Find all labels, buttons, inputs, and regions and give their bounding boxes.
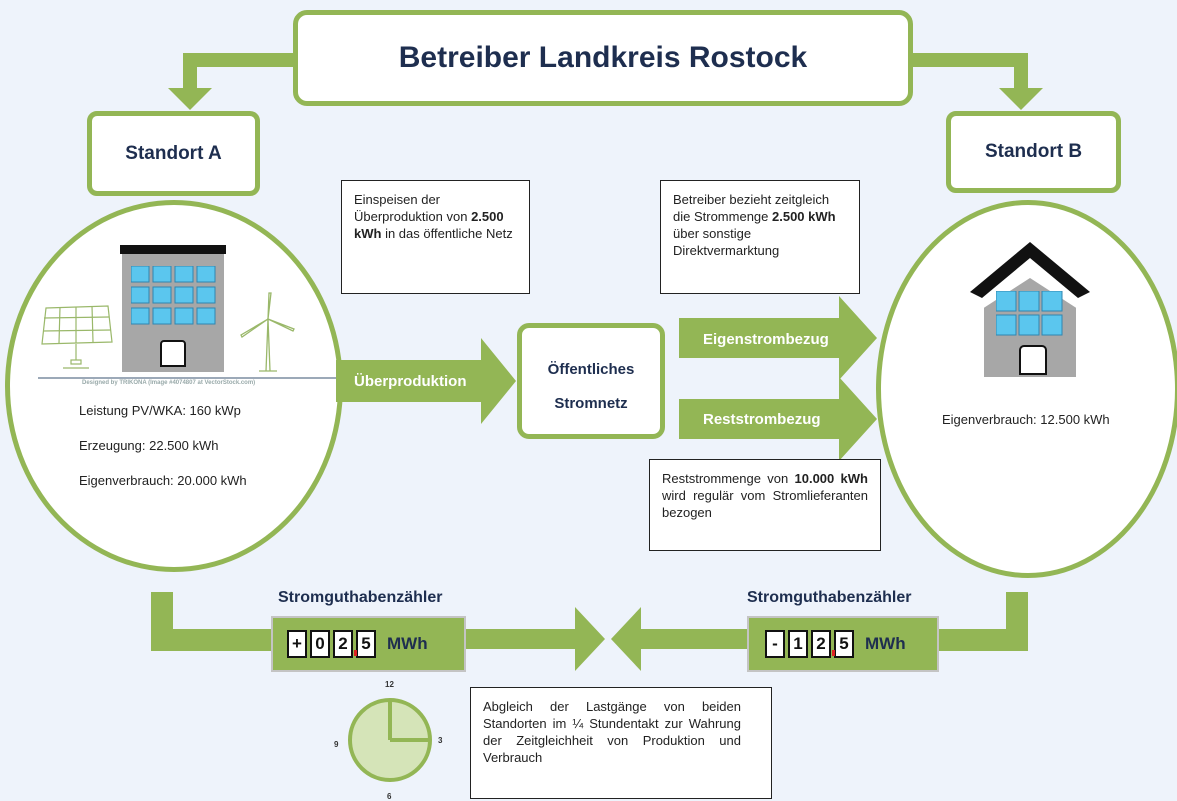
public-grid-box: Öffentliches Stromnetz <box>517 323 665 439</box>
own-supply-arrow <box>679 296 877 380</box>
residual-supply-arrow <box>679 377 877 461</box>
note-residual: Reststrommenge von 10.000 kWh wird regul… <box>649 459 881 551</box>
meter-b-digit-1: 1 <box>788 630 808 658</box>
site-b-circle <box>876 200 1177 578</box>
site-a-consumption: Eigenverbrauch: 20.000 kWh <box>79 473 247 488</box>
page-title: Betreiber Landkreis Rostock <box>398 41 808 74</box>
meter-b-digit-sign: - <box>765 630 785 658</box>
surplus-arrow <box>336 338 516 424</box>
meter-a-digit-3: 5 <box>354 630 376 658</box>
wind-turbine-icon <box>233 289 303 373</box>
meter-a-decimal-mark <box>354 650 357 656</box>
site-b-label: Standort B <box>984 141 1083 162</box>
connector-right-horizontal <box>910 53 1028 67</box>
connector-left-vertical <box>183 53 197 93</box>
note-operator-amount: 2.500 kWh <box>772 209 836 224</box>
image-credit: Designed by TRIKONA (Image #4074807 at V… <box>82 380 256 386</box>
balance-double-arrow <box>465 607 751 671</box>
meter-b-digit-2: 2 <box>811 630 831 658</box>
meter-b-connector-horizontal <box>936 629 1028 651</box>
residual-supply-arrow-label: Reststrombezug <box>703 411 821 428</box>
note-feed-in-amount: 2.500 kWh <box>354 209 504 241</box>
note-operator-purchase: Betreiber bezieht zeitgleich die Stromme… <box>660 180 860 294</box>
connector-right-vertical <box>1014 53 1028 93</box>
connector-left-horizontal <box>183 53 295 67</box>
public-grid-line1: Öffentliches <box>547 361 635 378</box>
ground-line <box>38 377 338 379</box>
building-a-icon <box>120 245 226 372</box>
site-a-generation: Erzeugung: 22.500 kWh <box>79 438 219 453</box>
site-a-label-box: Standort A <box>87 111 260 196</box>
meter-a-digit-sign: + <box>287 630 307 658</box>
meter-b: - 1 2 5 MWh <box>747 616 939 672</box>
site-a-label: Standort A <box>125 142 222 164</box>
solar-panel-icon <box>38 300 118 375</box>
clock-label-6: 6 <box>387 792 392 801</box>
meter-a-digit-1: 0 <box>310 630 330 658</box>
meter-a-unit: MWh <box>387 634 428 653</box>
meter-b-title: Stromguthabenzähler <box>747 589 912 606</box>
house-b-icon <box>970 238 1090 378</box>
meter-b-digit-3: 5 <box>832 630 854 658</box>
meter-a-digit-2: 2 <box>333 630 353 658</box>
title-box: Betreiber Landkreis Rostock <box>293 10 913 106</box>
site-b-consumption: Eigenverbrauch: 12.500 kWh <box>942 412 1110 427</box>
meter-b-decimal-mark <box>832 650 835 656</box>
clock-label-9: 9 <box>334 740 339 749</box>
surplus-arrow-label: Überproduktion <box>354 373 467 390</box>
site-b-label-box: Standort B <box>946 111 1121 193</box>
meter-a-connector-horizontal <box>151 629 276 651</box>
site-a-capacity: Leistung PV/WKA: 160 kWp <box>79 403 241 418</box>
public-grid-line2: Stromnetz <box>554 395 628 412</box>
clock-label-3: 3 <box>438 736 443 745</box>
meter-b-unit: MWh <box>865 634 906 653</box>
note-balancing: Abgleich der Lastgänge von beiden Stando… <box>470 687 772 799</box>
meter-a-title: Stromguthabenzähler <box>278 589 443 606</box>
note-feed-in: Einspeisen der Überproduktion von 2.500 … <box>341 180 530 294</box>
clock-label-12: 12 <box>385 680 394 689</box>
quarter-hour-clock-icon <box>348 698 432 782</box>
own-supply-arrow-label: Eigenstrombezug <box>703 331 829 348</box>
connector-left-arrowhead <box>168 88 212 110</box>
note-residual-amount: 10.000 kWh <box>794 471 868 486</box>
connector-right-arrowhead <box>999 88 1043 110</box>
meter-a: + 0 2 5 MWh <box>271 616 466 672</box>
